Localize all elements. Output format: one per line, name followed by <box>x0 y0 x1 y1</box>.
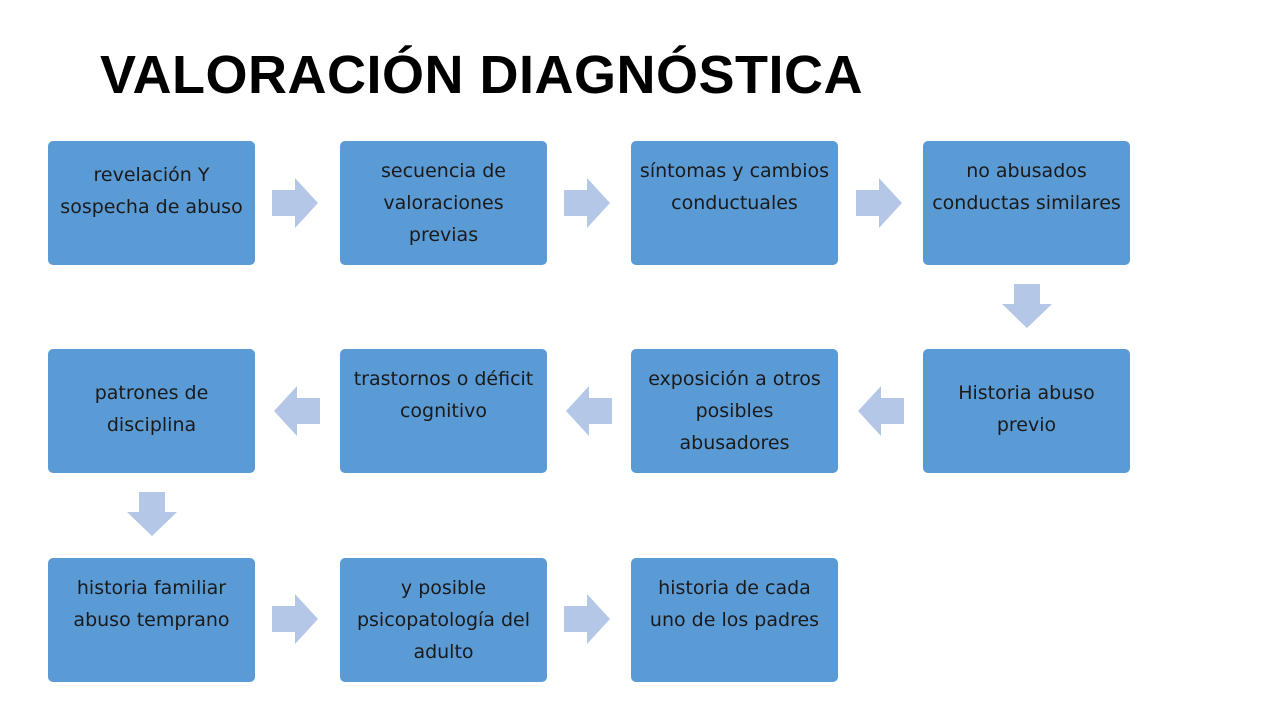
step-box-4: no abusados conductas similares <box>923 141 1130 265</box>
arrow-right-icon <box>272 178 318 228</box>
step-label: patrones de disciplina <box>94 382 209 436</box>
step-box-5: Historia abuso previo <box>923 349 1130 473</box>
step-box-11: historia de cada uno de los padres <box>631 558 838 682</box>
arrow-right-icon <box>272 594 318 644</box>
step-label: Historia abuso previo <box>958 382 1095 436</box>
step-label: no abusados conductas similares <box>932 160 1121 214</box>
arrow-right-icon <box>856 178 902 228</box>
step-label: historia de cada uno de los padres <box>649 577 820 631</box>
step-label: revelación Y sospecha de abuso <box>60 164 243 218</box>
arrow-left-icon <box>274 386 320 436</box>
page-title: VALORACIÓN DIAGNÓSTICA <box>100 45 863 105</box>
arrow-right-icon <box>564 178 610 228</box>
arrow-right-icon <box>564 594 610 644</box>
step-label: y posible psicopatología del adulto <box>356 577 531 663</box>
step-box-10: y posible psicopatología del adulto <box>340 558 547 682</box>
step-label: trastornos o déficit cognitivo <box>353 368 534 422</box>
step-label: síntomas y cambios conductuales <box>639 160 830 214</box>
step-box-1: revelación Y sospecha de abuso <box>48 141 255 265</box>
arrow-down-icon <box>1002 284 1052 328</box>
step-box-2: secuencia de valoraciones previas <box>340 141 547 265</box>
step-box-3: síntomas y cambios conductuales <box>631 141 838 265</box>
arrow-down-icon <box>127 492 177 536</box>
step-label: secuencia de valoraciones previas <box>381 160 506 246</box>
step-box-7: trastornos o déficit cognitivo <box>340 349 547 473</box>
arrow-left-icon <box>858 386 904 436</box>
step-label: historia familiar abuso temprano <box>73 577 230 631</box>
arrow-left-icon <box>566 386 612 436</box>
step-label: exposición a otros posibles abusadores <box>648 368 821 454</box>
step-box-8: patrones de disciplina <box>48 349 255 473</box>
step-box-6: exposición a otros posibles abusadores <box>631 349 838 473</box>
step-box-9: historia familiar abuso temprano <box>48 558 255 682</box>
